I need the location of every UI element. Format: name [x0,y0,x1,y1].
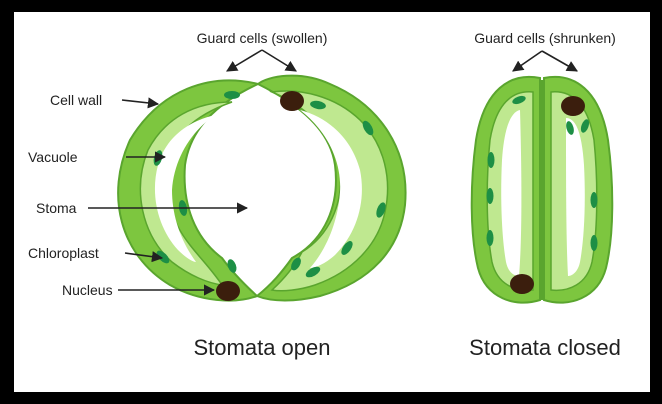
guard-cell-left-open [118,80,258,300]
label-cell-wall: Cell wall [50,92,102,108]
open-stomata [118,76,405,301]
nucleus-closed-top [561,96,585,116]
label-chloroplast: Chloroplast [28,245,99,261]
nucleus-open-top [280,91,304,111]
label-vacuole: Vacuole [28,149,78,165]
label-nucleus: Nucleus [62,282,113,298]
nucleus-open-bottom [216,281,240,301]
arrow-guard-shrunken-right [542,51,577,71]
guard-cell-right-open [257,76,406,301]
label-stoma: Stoma [36,200,77,216]
guard-cell-left-closed [472,77,540,303]
nucleus-closed-bottom [510,274,534,294]
arrow-guard-swollen-left [227,50,262,71]
caption-stomata-open: Stomata open [194,335,331,360]
label-guard-cells-shrunken: Guard cells (shrunken) [474,30,616,46]
arrow-guard-swollen-right [262,50,296,71]
arrow-cell-wall [122,100,158,104]
arrow-guard-shrunken-left [513,51,542,71]
closed-stomata [472,77,613,303]
label-guard-cells-swollen: Guard cells (swollen) [197,30,328,46]
caption-stomata-closed: Stomata closed [469,335,621,360]
